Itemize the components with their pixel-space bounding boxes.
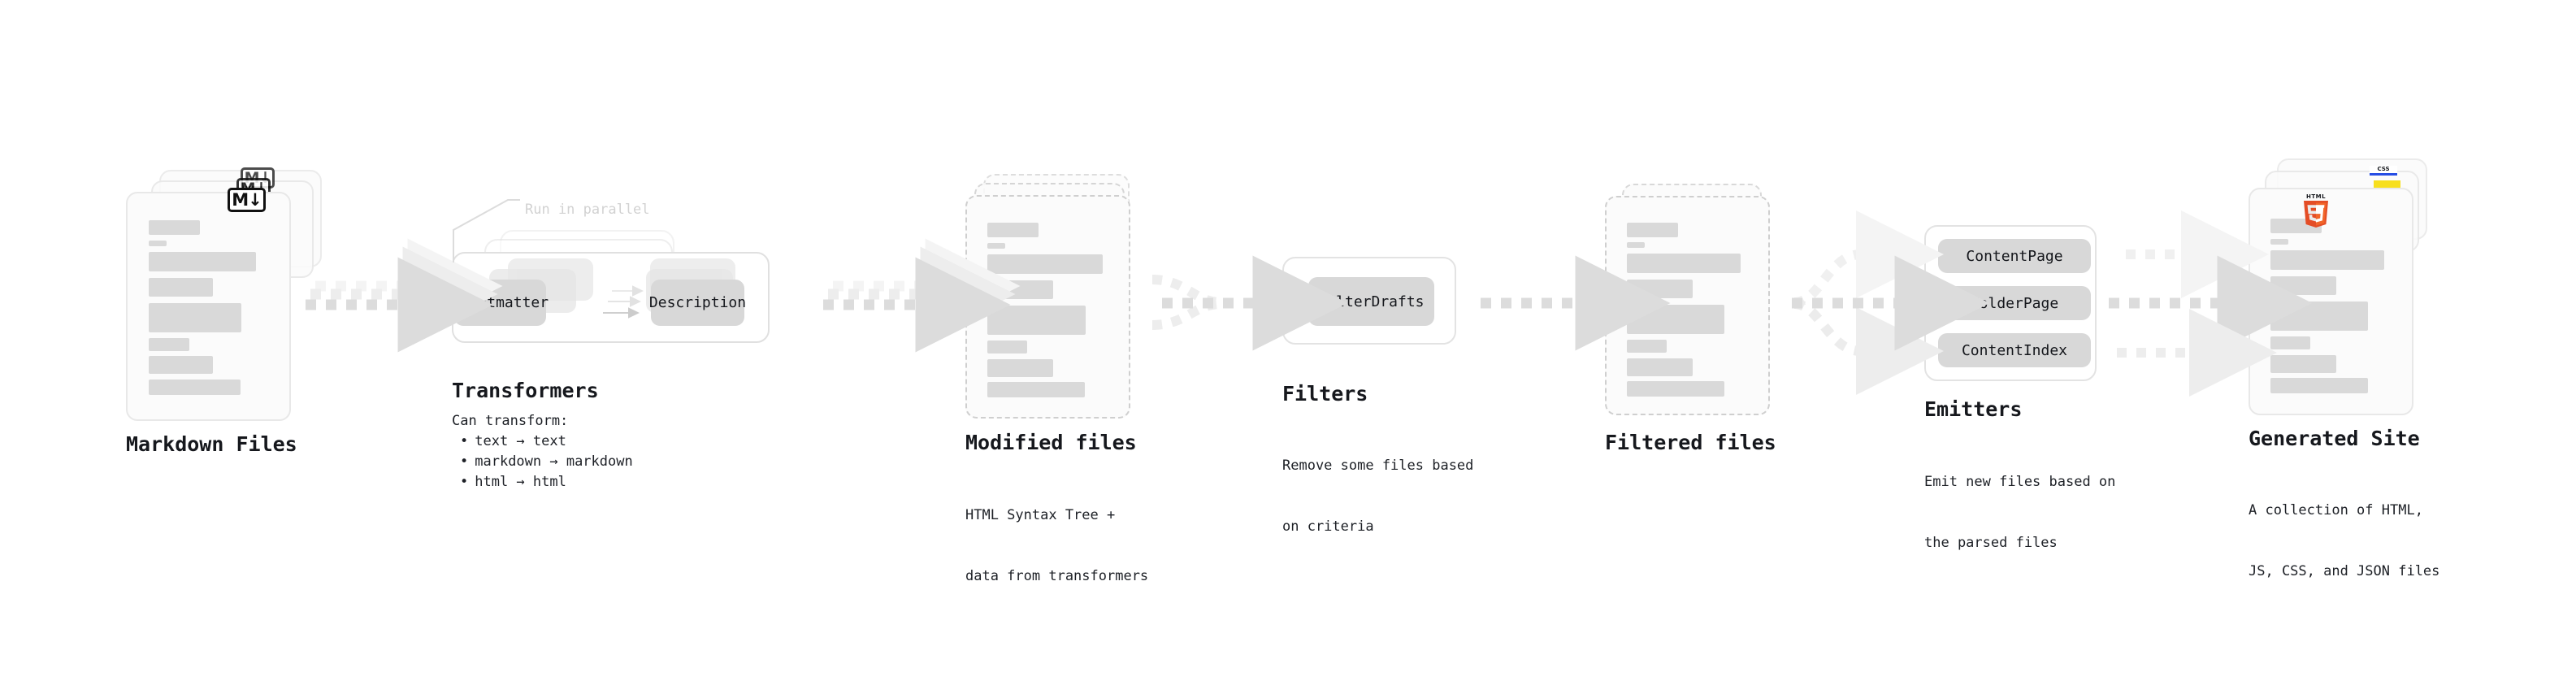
filters-box: FilterDrafts <box>1282 257 1456 345</box>
subtitle-line: Emit new files based on <box>1924 474 2116 490</box>
html5-icon: HTML <box>2301 193 2331 228</box>
content-bar <box>987 254 1103 274</box>
subtitle-line: HTML Syntax Tree + <box>965 507 1116 523</box>
subtitle-line: Remove some files based <box>1282 458 1474 474</box>
modified-files-subtitle: HTML Syntax Tree + data from transformer… <box>965 465 1148 627</box>
emitters-box: ContentPage FolderPage ContentIndex <box>1924 225 2097 381</box>
page-title-generated-site: Generated Site <box>2249 427 2420 450</box>
markdown-icon: M↓ <box>228 188 266 212</box>
page-title-emitters: Emitters <box>1924 397 2023 421</box>
subtitle-line: A collection of HTML, <box>2249 502 2423 518</box>
list-item: html → html <box>460 472 633 492</box>
content-bar <box>149 252 256 271</box>
generated-site-subtitle: A collection of HTML, JS, CSS, and JSON … <box>2249 460 2439 622</box>
transformers-description: Can transform: text → text markdown → ma… <box>452 411 633 492</box>
transformer-chip-description[interactable]: Description <box>649 280 746 326</box>
subtitle-line: JS, CSS, and JSON files <box>2249 563 2440 579</box>
content-bar <box>987 223 1039 237</box>
content-bar <box>149 278 213 297</box>
content-bar <box>987 382 1085 397</box>
content-bar <box>987 280 1053 299</box>
content-bar <box>987 306 1086 335</box>
filters-subtitle: Remove some files based on criteria <box>1282 415 1473 578</box>
content-bar <box>987 340 1027 354</box>
content-bar <box>149 380 241 395</box>
transformer-chip-frontmatter[interactable]: Frontmatter <box>452 280 549 326</box>
content-bar <box>149 220 200 235</box>
content-bar <box>1627 381 1724 397</box>
content-bar <box>2270 378 2368 393</box>
content-bar <box>1627 340 1667 353</box>
content-bar <box>2270 355 2336 373</box>
content-bar <box>1627 358 1693 376</box>
run-in-parallel-label: Run in parallel <box>525 202 650 218</box>
content-bar <box>149 241 167 246</box>
page-title-filters: Filters <box>1282 382 1368 406</box>
list-item: text → text <box>460 432 633 452</box>
subtitle-line: on criteria <box>1282 518 1374 535</box>
content-bar <box>987 243 1005 249</box>
content-bar <box>2270 239 2288 245</box>
transformers-desc-lead: Can transform: <box>452 413 569 429</box>
page-title-markdown-files: Markdown Files <box>126 432 297 456</box>
content-bar <box>2270 336 2310 349</box>
content-bar <box>2270 250 2384 270</box>
arrow-modified-to-filters <box>1151 255 1348 351</box>
generated-file-front <box>2249 188 2413 415</box>
subtitle-line: data from transformers <box>965 568 1149 584</box>
arrow-transformers-to-modified <box>823 238 1021 353</box>
content-bar <box>149 356 213 374</box>
content-bar <box>149 303 241 332</box>
content-bar <box>1627 305 1724 334</box>
content-bar <box>1627 280 1693 298</box>
emitter-chip-folderpage[interactable]: FolderPage <box>1938 286 2091 320</box>
page-title-filtered-files: Filtered files <box>1605 431 1776 454</box>
content-bar <box>1627 242 1645 248</box>
arrow-filtered-to-emitters <box>1792 210 1990 395</box>
markdown-file-front <box>126 192 291 421</box>
page-title-transformers: Transformers <box>452 379 599 402</box>
css-icon: CSS <box>2370 166 2397 176</box>
emitter-chip-contentindex[interactable]: ContentIndex <box>1938 333 2091 367</box>
subtitle-line: the parsed files <box>1924 535 2058 551</box>
filter-chip-filterdrafts[interactable]: FilterDrafts <box>1308 277 1434 326</box>
content-bar <box>2270 276 2336 295</box>
filtered-file-front <box>1605 196 1770 415</box>
emitter-chip-contentpage[interactable]: ContentPage <box>1938 239 2091 273</box>
transformers-bullet-list: text → text markdown → markdown html → h… <box>460 432 633 492</box>
emitters-subtitle: Emit new files based on the parsed files <box>1924 432 2115 594</box>
page-title-modified-files: Modified files <box>965 431 1137 454</box>
arrow-emitters-to-generated <box>2109 210 2313 397</box>
content-bar <box>2270 301 2368 331</box>
arrow-markdown-to-transformers <box>306 238 503 353</box>
content-bar <box>149 338 189 351</box>
content-bar <box>987 359 1053 377</box>
list-item: markdown → markdown <box>460 452 632 472</box>
content-bar <box>1627 223 1678 237</box>
content-bar <box>1627 254 1741 273</box>
modified-file-front <box>965 195 1130 419</box>
